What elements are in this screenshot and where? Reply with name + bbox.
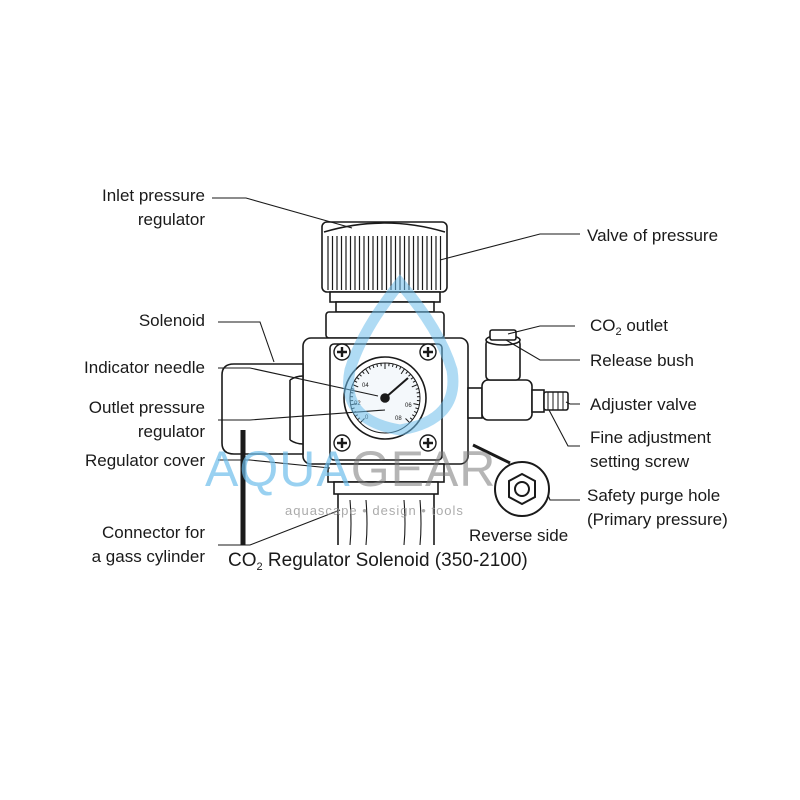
gauge-label: 06 xyxy=(405,403,412,409)
gauge-label: 04 xyxy=(362,383,369,389)
co2-prefix: CO xyxy=(590,316,616,335)
gauge-label: 08 xyxy=(395,416,402,422)
gauge-tick xyxy=(405,418,411,424)
label-fine-adjustment-screw: Fine adjustment setting screw xyxy=(590,426,711,474)
gauge-tick xyxy=(376,363,379,368)
gauge-tick xyxy=(368,366,371,370)
cylinder-connector xyxy=(327,463,445,546)
gauge-tick xyxy=(354,380,358,383)
gauge-tick xyxy=(413,403,420,406)
caption-prefix: CO xyxy=(228,550,257,571)
label-line: Inlet pressure xyxy=(102,186,205,205)
label-line: Safety purge hole xyxy=(587,486,721,505)
gauge-tick xyxy=(411,384,418,388)
label-release-bush: Release bush xyxy=(590,351,694,370)
label-outlet-pressure-regulator: Outlet pressure regulator xyxy=(89,396,205,444)
watermark-part1: AQUA xyxy=(205,441,351,497)
gauge-tick xyxy=(408,373,412,377)
gauge-tick xyxy=(365,368,370,375)
co2-subscript: 2 xyxy=(615,326,622,338)
label-solenoid: Solenoid xyxy=(138,311,205,330)
watermark-droplet-icon xyxy=(343,274,459,436)
gauge-tick xyxy=(372,364,375,369)
gauge-tick xyxy=(415,388,419,390)
label-line: regulator xyxy=(137,422,205,441)
label-line: setting screw xyxy=(590,452,690,471)
gauge-tick xyxy=(405,371,409,374)
label-line: Outlet pressure xyxy=(88,398,205,417)
caption-subscript: 2 xyxy=(256,561,263,573)
gauge-tick xyxy=(395,364,398,369)
watermark-logo: AQUAGEAR xyxy=(205,440,496,498)
reverse-side-nut-icon xyxy=(494,461,550,517)
diagram-caption: CO2 Regulator Solenoid (350-2100) xyxy=(228,550,528,573)
gauge-tick xyxy=(358,373,362,377)
gauge-tick xyxy=(400,368,405,375)
gauge-tick xyxy=(391,363,394,368)
gauge-tick xyxy=(410,377,414,380)
gauge-tick xyxy=(409,417,413,421)
label-reverse-side: Reverse side xyxy=(469,526,569,545)
gauge-tick xyxy=(413,410,417,414)
gauge-tick xyxy=(412,414,416,417)
caption-suffix: Regulator Solenoid (350-2100) xyxy=(262,550,528,571)
label-safety-purge-hole: Safety purge hole (Primary pressure) xyxy=(587,484,728,532)
label-line: (Primary pressure) xyxy=(587,510,728,529)
leader-lines xyxy=(212,197,580,546)
gauge-tick xyxy=(415,407,419,410)
label-line: a gass cylinder xyxy=(91,547,205,566)
label-connector-gas-cylinder: Connector for a gass cylinder xyxy=(92,521,205,569)
label-co2-outlet: CO2 outlet xyxy=(590,314,668,340)
co2-suffix: outlet xyxy=(621,316,668,335)
watermark-part2: GEAR xyxy=(350,441,497,497)
label-inlet-pressure-regulator: Inlet pressure regulator xyxy=(102,184,205,232)
body-screws xyxy=(333,343,437,452)
watermark-tagline: aquascape • design • tools xyxy=(285,503,464,518)
label-valve-of-pressure: Valve of pressure xyxy=(587,226,719,245)
label-line: Connector for xyxy=(102,523,205,542)
label-adjuster-valve: Adjuster valve xyxy=(590,395,697,414)
gauge-tick xyxy=(399,366,402,370)
label-indicator-needle: Indicator needle xyxy=(84,358,205,377)
gauge-tick xyxy=(361,371,365,374)
outlet-fitting xyxy=(467,329,569,421)
gauge-tick xyxy=(356,377,360,380)
label-line: regulator xyxy=(137,210,205,229)
gauge-tick xyxy=(412,380,416,383)
gauge-needle xyxy=(384,377,409,399)
label-line: Fine adjustment xyxy=(590,428,711,447)
label-regulator-cover: Regulator cover xyxy=(84,451,205,470)
